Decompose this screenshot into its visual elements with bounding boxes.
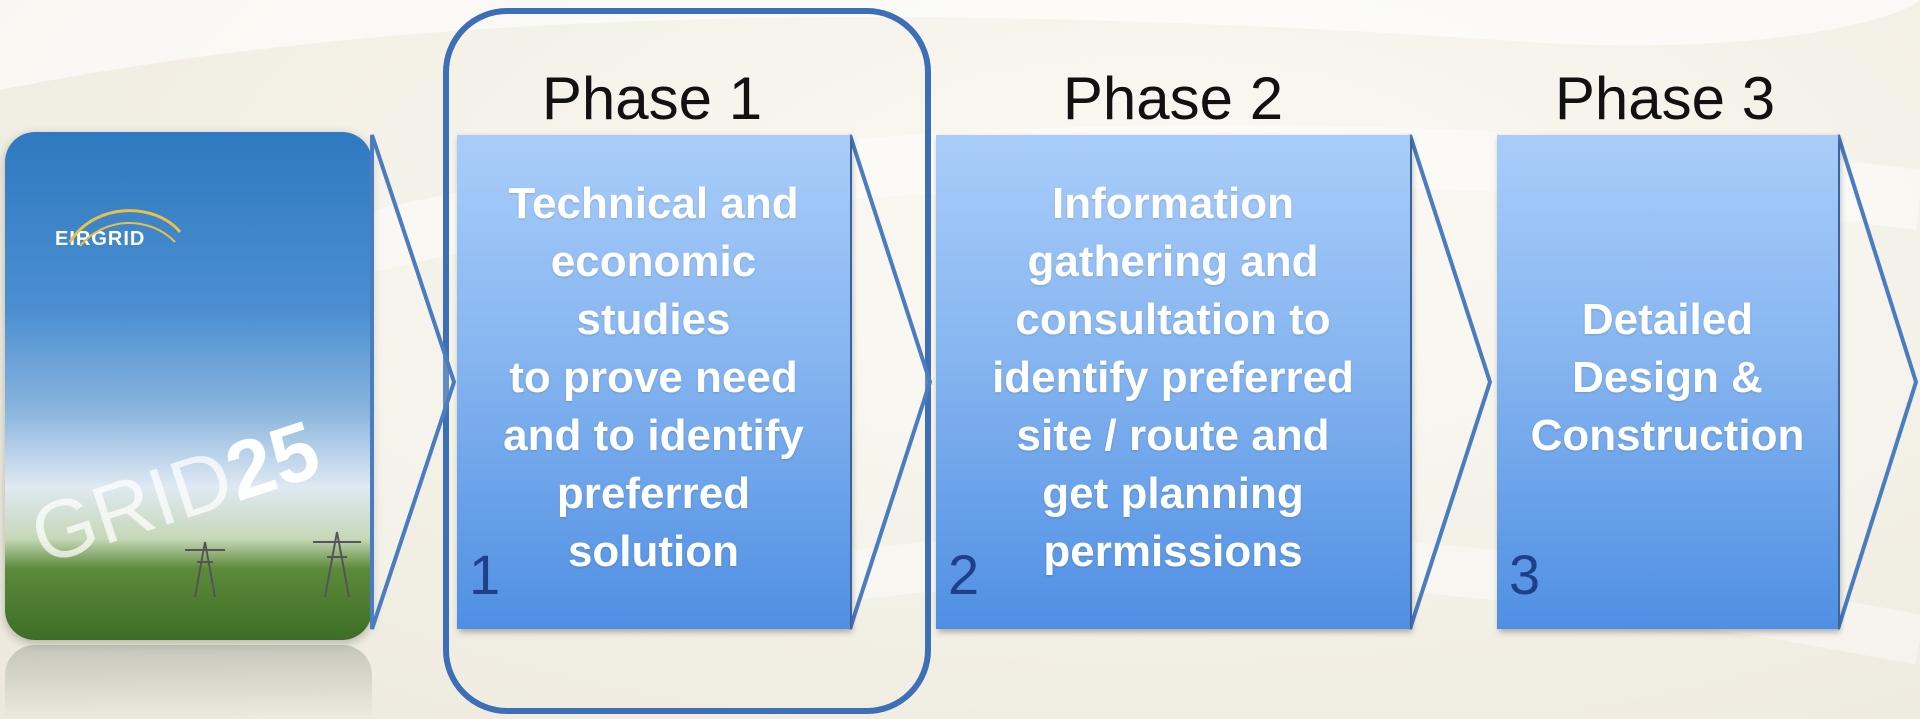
phase-3-label: Phase 3 — [1554, 65, 1776, 132]
phase-2-description: Information gathering and consultation t… — [992, 179, 1354, 576]
phase-3-number: 3 — [1509, 543, 1541, 606]
pylons-icon — [185, 531, 361, 598]
cover-chevron — [370, 134, 457, 630]
phase-2-label: Phase 2 — [1062, 65, 1284, 132]
eirgrid-logo-arc-icon — [68, 209, 182, 247]
phase-3-description: Detailed Design & Construction — [1530, 295, 1805, 460]
phase-2-chevron — [1408, 134, 1493, 630]
phase-1-chevron — [848, 134, 933, 630]
phase-1-description: Technical and economic studies to prove … — [503, 179, 804, 576]
phase-1-box: Technical and economic studies to prove … — [457, 135, 850, 629]
phase-3-box: Detailed Design & Construction 3 — [1497, 135, 1838, 629]
phase-1-number: 1 — [469, 543, 501, 606]
phase-2-box: Information gathering and consultation t… — [936, 135, 1410, 629]
phase-1-label: Phase 1 — [541, 65, 763, 132]
cover-reflection — [5, 645, 372, 719]
phase-2-number: 2 — [948, 543, 980, 606]
phase-3-chevron — [1836, 134, 1919, 630]
grid25-cover-image: EIRGRID GRID25 — [5, 132, 372, 640]
